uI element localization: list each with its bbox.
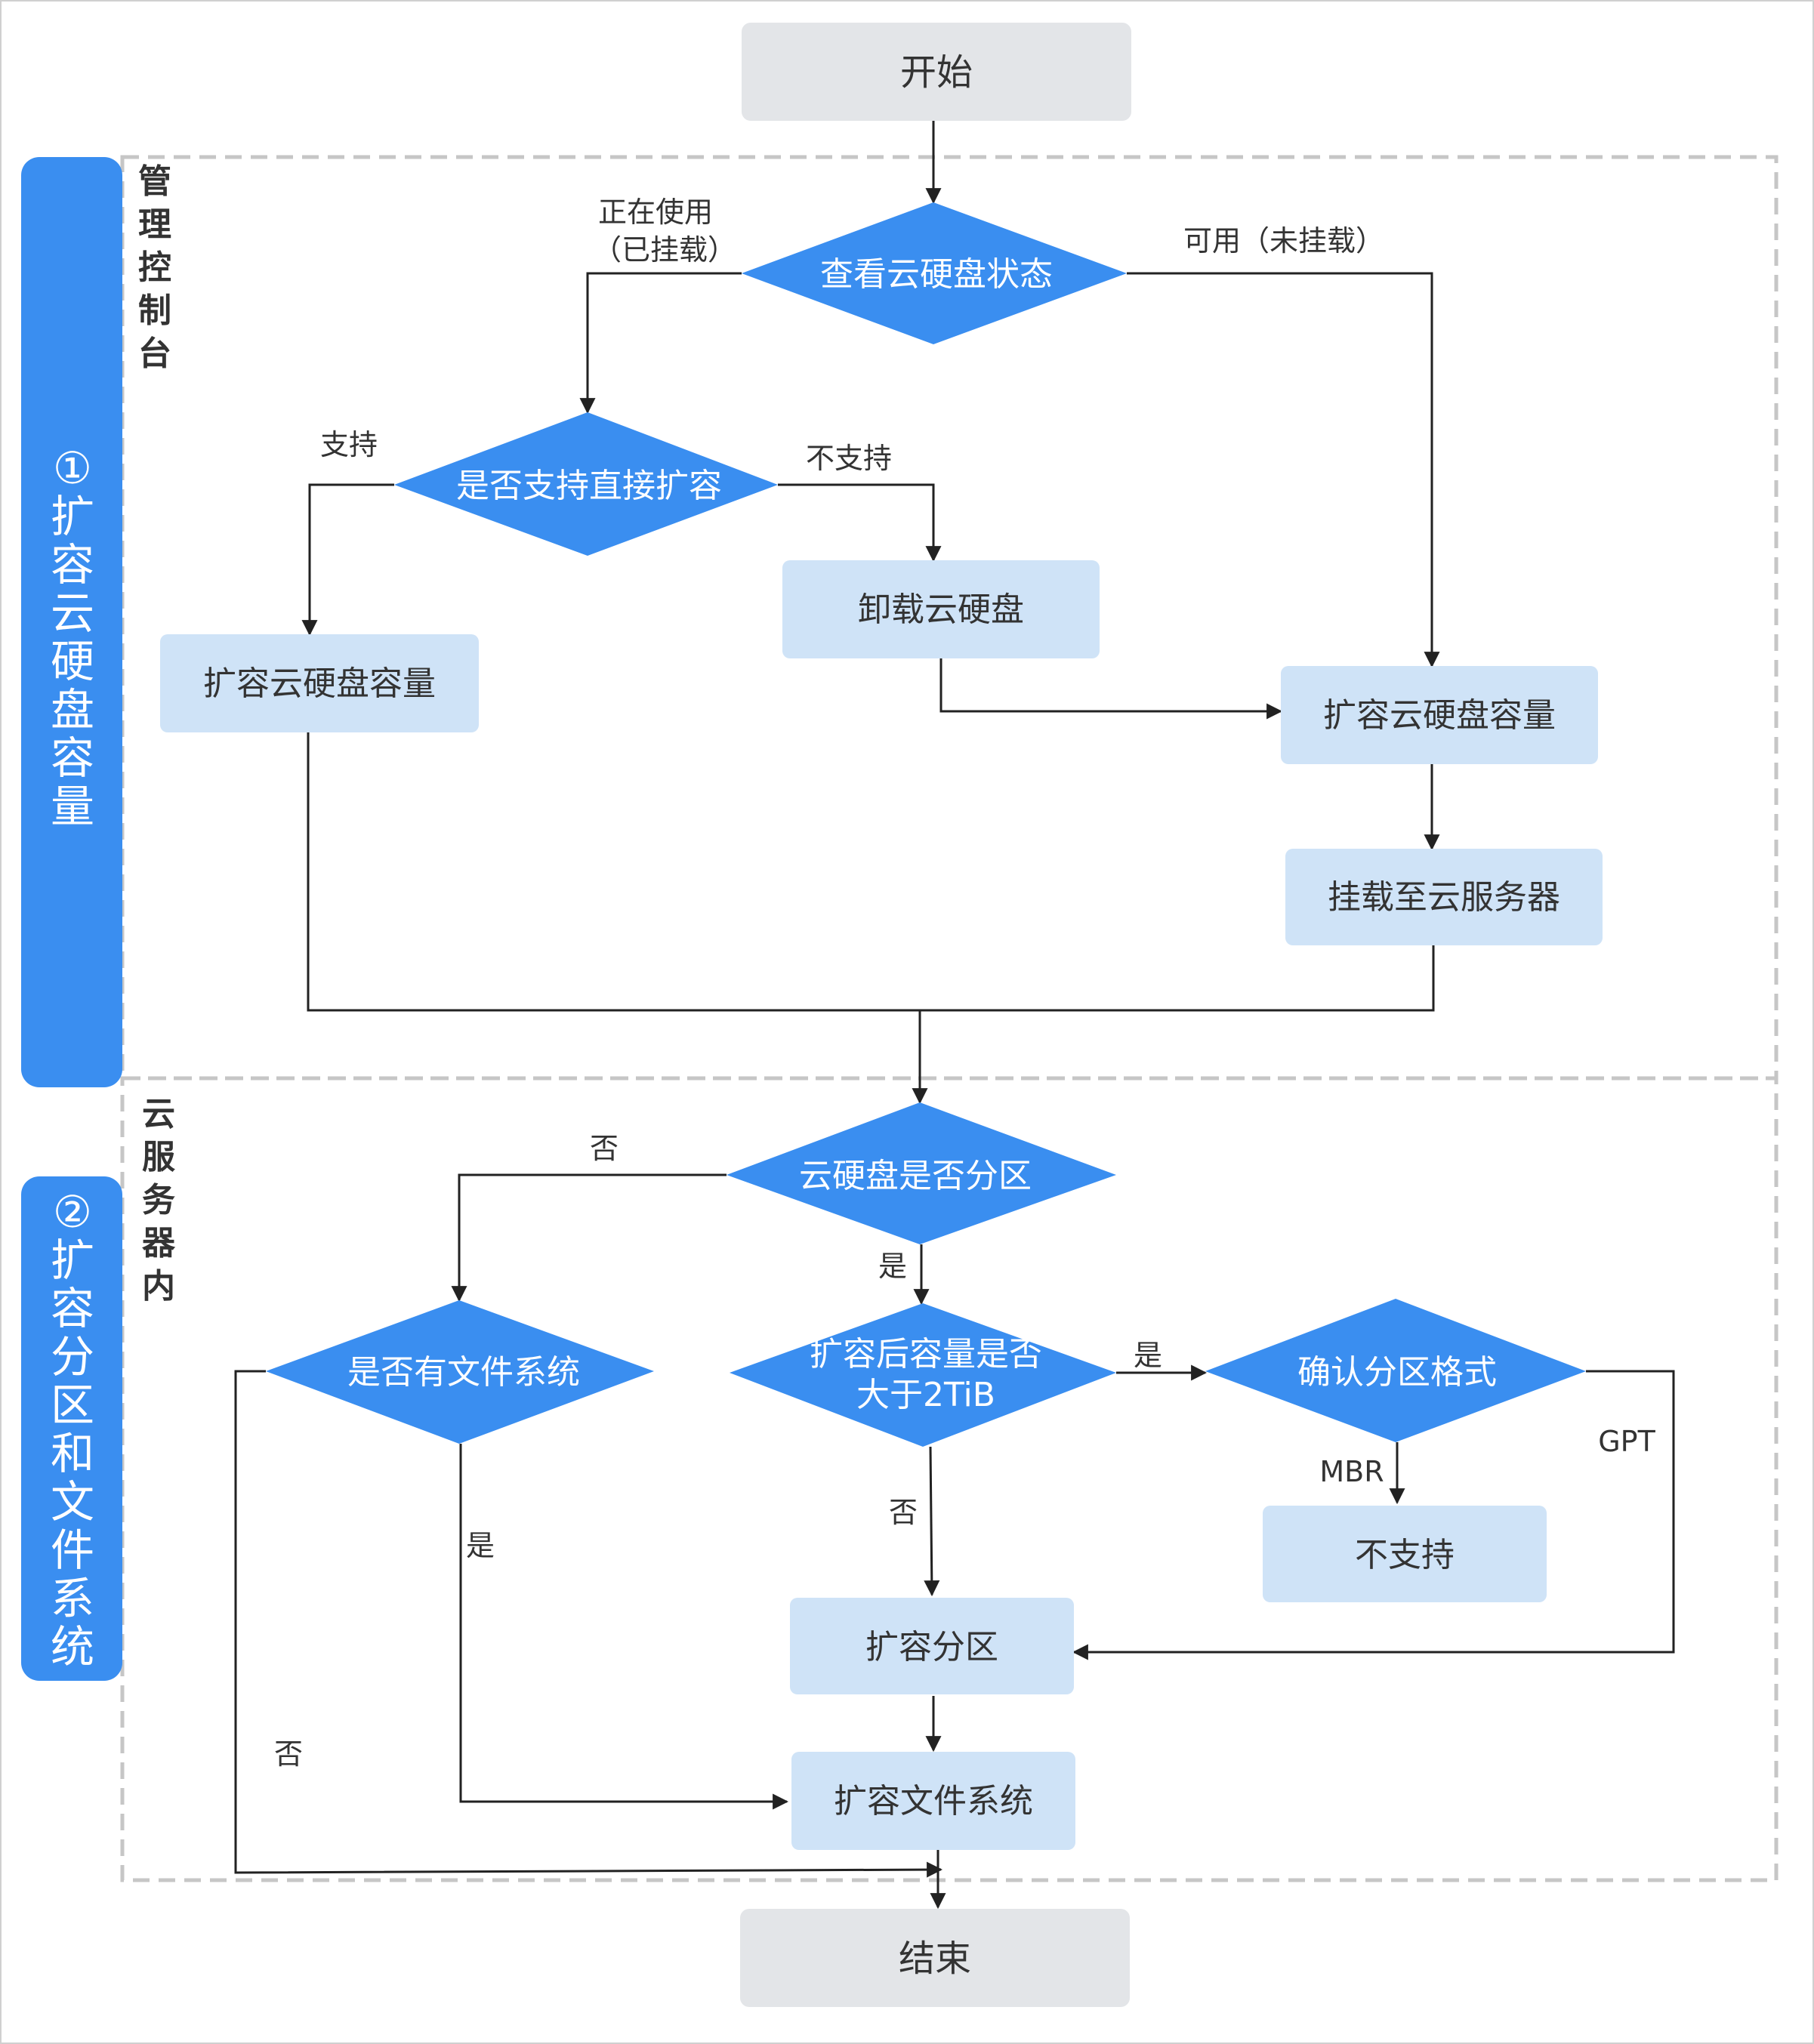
label-available: 可用（未挂载） (1183, 224, 1384, 257)
label-partition-no: 否 (590, 1132, 619, 1165)
side-band-2 (21, 1176, 122, 1681)
label-in-use-line1: 正在使用 (598, 196, 713, 229)
label-fs-yes: 是 (466, 1529, 495, 1562)
server-section-frame (120, 1076, 1779, 1882)
side-band-1 (21, 157, 122, 1087)
expand-capacity-left-label: 扩容云硬盘容量 (203, 664, 436, 703)
edge-unmount-to-expand (939, 658, 1283, 720)
label-in-use-line2: （已挂载） (593, 233, 736, 267)
label-size-no: 否 (889, 1496, 918, 1529)
start-label: 开始 (900, 51, 973, 94)
has-filesystem-diamond (266, 1300, 654, 1444)
attach-label: 挂载至云服务器 (1328, 878, 1560, 917)
edge-fs-no (234, 1370, 943, 1878)
edges (234, 121, 1675, 1910)
attach-box (1285, 849, 1603, 945)
support-direct-diamond (394, 412, 778, 556)
edge-not-support (778, 483, 942, 563)
check-status-label: 查看云硬盘状态 (820, 255, 1053, 294)
edge-partition-no (451, 1173, 727, 1303)
edge-fs-yes (459, 1444, 789, 1810)
unmount-box (782, 560, 1100, 658)
start-node (742, 23, 1131, 121)
check-status-diamond (742, 202, 1127, 344)
edge-check-available (1127, 272, 1440, 668)
label-fs-no: 否 (274, 1737, 303, 1771)
label-not-support: 不支持 (806, 442, 892, 475)
edge-merge-line (307, 732, 1435, 1012)
is-partitioned-label: 云硬盘是否分区 (799, 1157, 1032, 1195)
expand-partition-label: 扩容分区 (865, 1628, 998, 1666)
confirm-format-diamond (1205, 1299, 1586, 1442)
section-server-label: 云服务器内 (142, 1095, 176, 1306)
not-supported-label: 不支持 (1355, 1536, 1455, 1574)
expand-filesystem-box (791, 1752, 1075, 1850)
edge-format-gpt (1072, 1370, 1675, 1660)
has-filesystem-label: 是否有文件系统 (347, 1353, 580, 1392)
expand-capacity-left-box (160, 634, 479, 732)
not-supported-box (1263, 1506, 1547, 1602)
over-2tib-diamond (730, 1303, 1116, 1447)
is-partitioned-diamond (727, 1102, 1116, 1244)
confirm-format-label: 确认分区格式 (1297, 1353, 1497, 1392)
support-direct-label: 是否支持直接扩容 (456, 467, 722, 505)
expand-capacity-right-label: 扩容云硬盘容量 (1323, 696, 1556, 735)
end-node (740, 1909, 1130, 2007)
edge-size-no (924, 1446, 940, 1597)
label-support: 支持 (320, 428, 378, 461)
unmount-label: 卸载云硬盘 (858, 590, 1024, 629)
label-partition-yes: 是 (878, 1250, 907, 1283)
over-2tib-label-line1: 扩容后容量是否 (810, 1335, 1042, 1373)
label-size-yes: 是 (1134, 1339, 1162, 1372)
section-console-label: 管理控制台 (138, 162, 171, 373)
over-2tib-label-line2: 大于2TiB (856, 1376, 995, 1414)
end-label: 结束 (899, 1938, 971, 1980)
expand-capacity-right-box (1281, 666, 1598, 764)
edge-check-in-use (579, 272, 742, 415)
expand-filesystem-label: 扩容文件系统 (834, 1782, 1033, 1820)
label-mbr: MBR (1319, 1455, 1384, 1488)
label-gpt: GPT (1598, 1425, 1655, 1458)
edge-support (301, 483, 394, 637)
expand-partition-box (790, 1598, 1074, 1694)
